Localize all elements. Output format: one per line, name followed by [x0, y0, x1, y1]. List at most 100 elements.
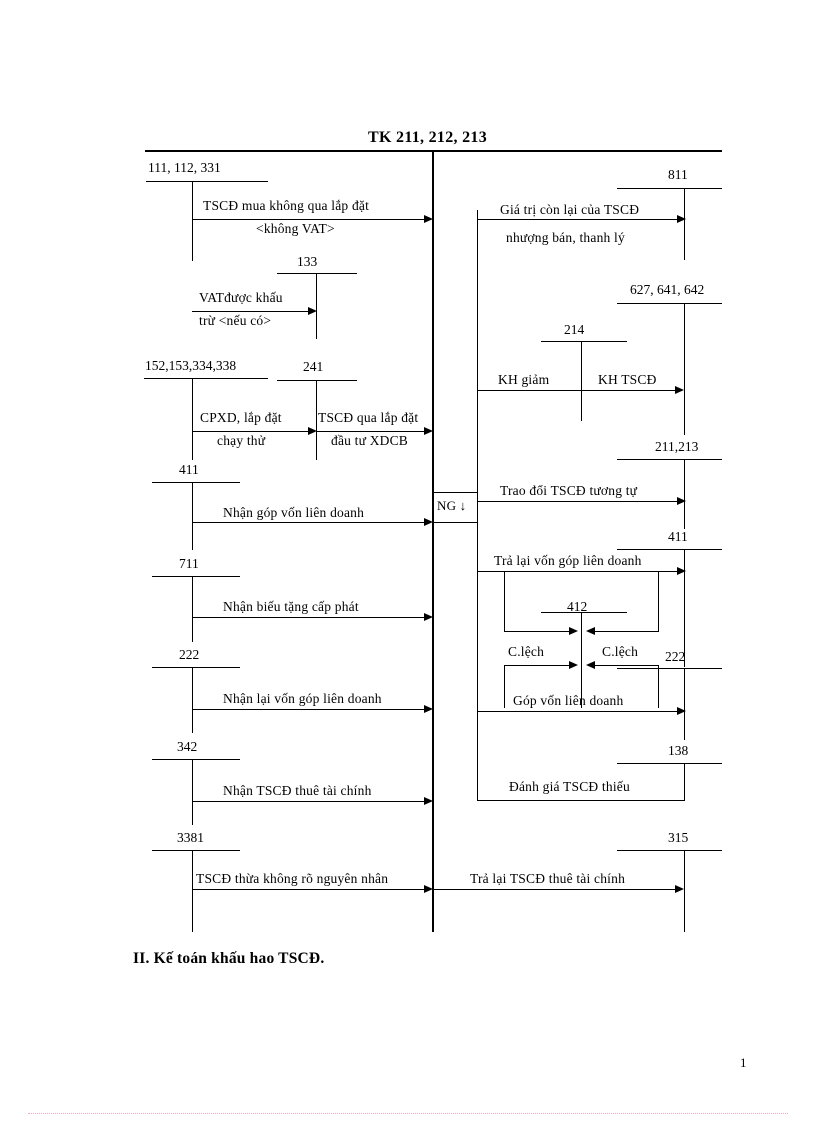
right-flow-label-9a: Trả lại TSCĐ thuê tài chính: [470, 871, 626, 886]
center-account-divider: [432, 150, 434, 932]
left-account-rule-2: [144, 378, 268, 379]
right-account-stem-7: [684, 763, 685, 800]
right-flow-arrow-line-7: [477, 711, 679, 712]
left-account-code-5: 711: [179, 556, 199, 571]
right-account-rule-8: [617, 850, 722, 851]
right-flow-arrowhead-9: [675, 885, 684, 893]
left-flow-arrowhead-6: [424, 705, 433, 713]
right-account-stem-4: [684, 549, 685, 667]
left-account-code-8: 3381: [177, 830, 204, 845]
left-account-stem-8: [192, 850, 193, 932]
right-account-stem-8: [684, 850, 685, 932]
right-flow-label-7a: Góp vốn liên doanh: [513, 693, 624, 708]
c-lech-left-arrowhead-lower: [569, 661, 578, 669]
left-flow-arrowhead-0: [424, 215, 433, 223]
right-account-stem-5: [581, 612, 582, 708]
left-flow-arrow-line-7: [192, 801, 426, 802]
right-flow-label-6a: C.lệch: [602, 644, 639, 659]
footer-rule: [28, 1113, 788, 1115]
c-lech-right-arrowhead-upper: [586, 627, 595, 635]
c-lech-right-riser-upper: [658, 571, 659, 632]
left-account-stem-6: [192, 667, 193, 733]
c-lech-right-arrowhead-lower: [586, 661, 595, 669]
left-account-code-1: 133: [297, 254, 318, 269]
c-lech-right-arrow-line-lower: [590, 665, 659, 666]
right-collector-spine-lower: [477, 522, 478, 800]
left-flow-arrowhead-1: [308, 307, 317, 315]
left-flow-label-2b: chạy thử: [217, 433, 266, 448]
right-flow-arrow-line-0: [477, 219, 679, 220]
left-flow-label-2a: CPXD, lắp đặt: [200, 410, 282, 425]
right-flow-arrowhead-7: [677, 707, 686, 715]
left-flow-arrowhead-4: [424, 518, 433, 526]
right-account-code-4: 411: [668, 529, 688, 544]
right-flow-label-0a: Giá trị còn lại của TSCĐ: [500, 202, 640, 217]
right-flow-arrowhead-0: [677, 215, 686, 223]
left-flow-label-0b: <không VAT>: [256, 221, 335, 236]
right-account-code-2: 214: [564, 322, 585, 337]
c-lech-left-arrow-line-lower: [504, 665, 576, 666]
left-account-stem-2: [192, 378, 193, 460]
c-lech-left-riser-upper: [504, 571, 505, 632]
left-account-rule-8: [152, 850, 240, 851]
page-number: 1: [740, 1055, 747, 1070]
left-account-rule-7: [152, 759, 240, 760]
right-flow-label-1a: KH giảm: [498, 372, 550, 387]
right-account-code-0: 811: [668, 167, 688, 182]
right-account-rule-0: [617, 188, 722, 189]
right-account-stem-6: [684, 668, 685, 740]
left-account-stem-3: [316, 380, 317, 460]
right-flow-arrow-line-9: [432, 889, 677, 890]
c-lech-left-arrowhead-upper: [569, 627, 578, 635]
ng-box-top-rule: [432, 492, 478, 493]
right-account-code-3: 211,213: [655, 439, 699, 454]
left-account-rule-4: [152, 482, 240, 483]
right-account-rule-6: [617, 668, 722, 669]
left-flow-arrowhead-8: [424, 885, 433, 893]
left-account-code-6: 222: [179, 647, 200, 662]
left-account-stem-4: [192, 482, 193, 550]
left-account-stem-0: [192, 181, 193, 261]
left-flow-label-0a: TSCĐ mua không qua lắp đặt: [203, 198, 370, 213]
left-flow-arrowhead-2: [308, 427, 317, 435]
right-flow-label-3a: Trao đổi TSCĐ tương tự: [500, 483, 638, 498]
ng-marker-label: NG ↓: [437, 498, 467, 513]
left-flow-arrow-line-8: [192, 889, 426, 890]
right-account-stem-2: [581, 341, 582, 421]
left-flow-label-8a: TSCĐ thừa không rõ nguyên nhân: [196, 871, 389, 886]
right-flow-arrow-line-3: [477, 501, 679, 502]
right-account-code-8: 315: [668, 830, 689, 845]
left-flow-arrow-line-1: [192, 311, 310, 312]
left-account-code-7: 342: [177, 739, 198, 754]
left-account-code-0: 111, 112, 331: [148, 160, 221, 175]
right-flow-arrowhead-2: [675, 386, 684, 394]
left-account-rule-3: [277, 380, 357, 381]
left-flow-arrow-line-4: [192, 522, 426, 523]
left-flow-arrow-line-3: [316, 431, 426, 432]
c-lech-left-arrow-line-upper: [504, 631, 576, 632]
left-account-rule-0: [146, 181, 268, 182]
left-flow-arrowhead-3: [424, 427, 433, 435]
right-account-code-7: 138: [668, 743, 689, 758]
left-account-code-2: 152,153,334,338: [145, 358, 237, 373]
right-flow-arrowhead-4: [677, 567, 686, 575]
left-account-rule-1: [277, 273, 357, 274]
right-flow-arrow-line-1: [477, 390, 581, 391]
right-account-stem-3: [684, 459, 685, 529]
left-flow-arrow-line-6: [192, 709, 426, 710]
left-account-rule-5: [152, 576, 240, 577]
right-account-stem-1: [684, 303, 685, 435]
right-account-code-5: 412: [567, 599, 588, 614]
section-heading: II. Kế toán khấu hao TSCĐ.: [133, 950, 325, 967]
right-flow-arrow-line-8: [477, 800, 685, 801]
left-account-stem-7: [192, 759, 193, 825]
left-flow-label-1a: VATđược khấu: [199, 290, 283, 305]
left-flow-label-5a: Nhận biếu tặng cấp phát: [223, 599, 359, 614]
ng-box-right-rule: [477, 492, 478, 522]
left-flow-arrow-line-2: [192, 431, 310, 432]
right-account-rule-4: [617, 549, 722, 550]
right-account-rule-3: [617, 459, 722, 460]
page-title: TK 211, 212, 213: [368, 129, 488, 146]
right-flow-label-4a: Trả lại vốn góp liên doanh: [494, 553, 642, 568]
c-lech-right-arrow-line-upper: [590, 631, 659, 632]
